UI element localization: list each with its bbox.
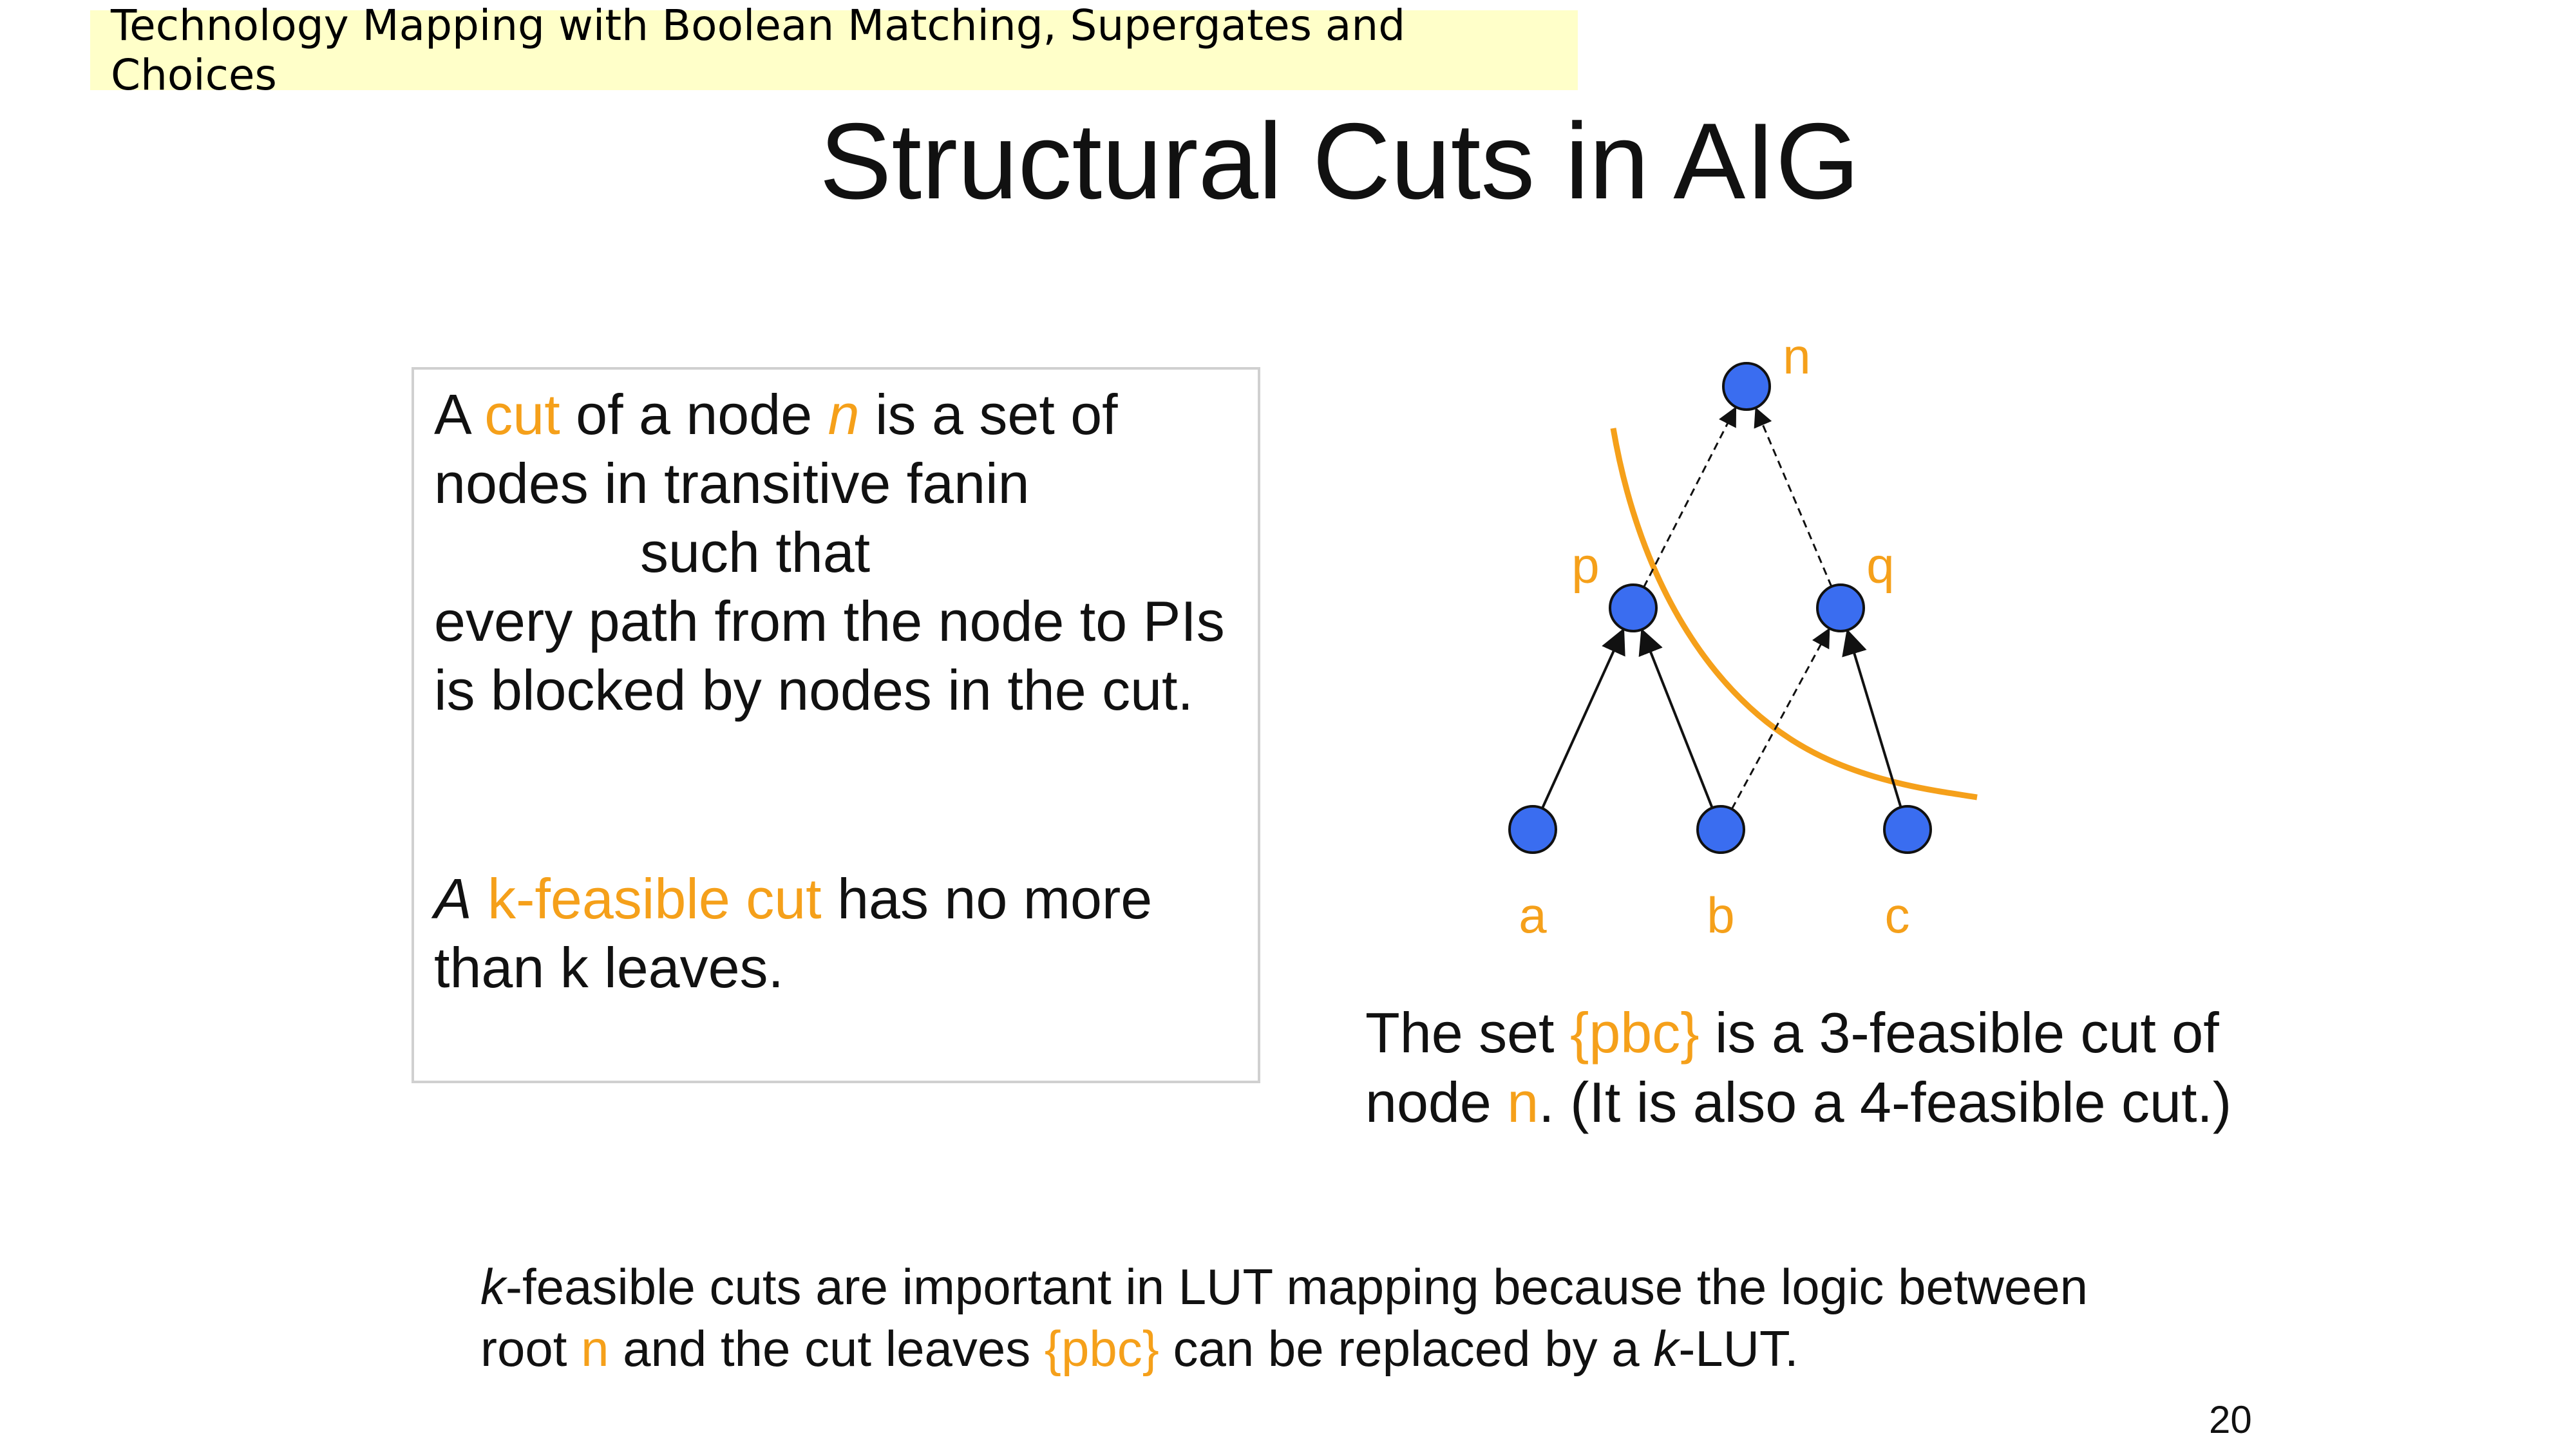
node-c <box>1883 805 1932 854</box>
cut-definition: A cut of a node n is a set of nodes in t… <box>434 380 1265 724</box>
cut-curve <box>1610 428 1978 800</box>
edge-b-q <box>1730 627 1830 810</box>
node-q <box>1816 583 1865 632</box>
node-a <box>1508 805 1557 854</box>
caption-node: n <box>1507 1070 1539 1134</box>
node-label-b: b <box>1707 887 1734 943</box>
node-label-n: n <box>1783 328 1810 384</box>
cut-caption: The set {pbc} is a 3-feasible cut of nod… <box>1365 998 2331 1137</box>
node-label-q: q <box>1866 537 1894 594</box>
note-line-1: k-feasible cuts are important in LUT map… <box>480 1258 2088 1315</box>
edge-c-q <box>1842 629 1902 808</box>
cut-term: cut <box>484 383 560 446</box>
definition-line-3: such that <box>640 520 871 584</box>
caption-line-2: node n. (It is also a 4-feasible cut.) <box>1365 1070 2232 1134</box>
lut-mapping-note: k-feasible cuts are important in LUT map… <box>480 1256 2348 1379</box>
note-root-node: n <box>581 1320 609 1377</box>
edge-a-p <box>1541 627 1625 810</box>
definition-box <box>412 367 1260 1083</box>
note-line-2: root n and the cut leaves {pbc} can be r… <box>480 1320 1799 1377</box>
graph-edges <box>1541 406 1902 810</box>
node-n <box>1722 362 1771 411</box>
k-feasible-definition: A k-feasible cut has no more than k leav… <box>434 864 1265 1002</box>
node-variable: n <box>828 383 860 446</box>
node-b <box>1696 805 1745 854</box>
edge-b-p <box>1638 628 1714 809</box>
definition-line-5: is blocked by nodes in the cut. <box>434 658 1193 722</box>
node-p <box>1609 583 1658 632</box>
graph-nodes <box>1508 362 1932 854</box>
note-cut-set: {pbc} <box>1044 1320 1159 1377</box>
k-feasible-line-1: A k-feasible cut has no more <box>434 867 1153 931</box>
k-feasible-term: k-feasible cut <box>488 867 822 931</box>
graph-labels: n p q a b c <box>1519 328 1909 943</box>
caption-line-1: The set {pbc} is a 3-feasible cut of <box>1365 1001 2219 1065</box>
definition-line-4: every path from the node to PIs <box>434 589 1225 653</box>
node-label-c: c <box>1885 887 1910 943</box>
edge-q-n <box>1754 407 1833 587</box>
definition-line-1: A cut of a node n is a set of <box>434 383 1118 446</box>
node-label-a: a <box>1519 887 1547 943</box>
header-bar: Technology Mapping with Boolean Matching… <box>90 1 1578 100</box>
k-feasible-line-2: than k leaves. <box>434 936 784 999</box>
page-number: 20 <box>2209 1398 2252 1441</box>
definition-line-2: nodes in transitive fanin <box>434 451 1030 515</box>
caption-cut-set: {pbc} <box>1569 1001 1700 1065</box>
slide-title: Structural Cuts in AIG <box>819 100 1860 222</box>
edge-p-n <box>1643 406 1737 588</box>
node-label-p: p <box>1571 537 1599 594</box>
header-text: Technology Mapping with Boolean Matching… <box>111 1 1406 100</box>
